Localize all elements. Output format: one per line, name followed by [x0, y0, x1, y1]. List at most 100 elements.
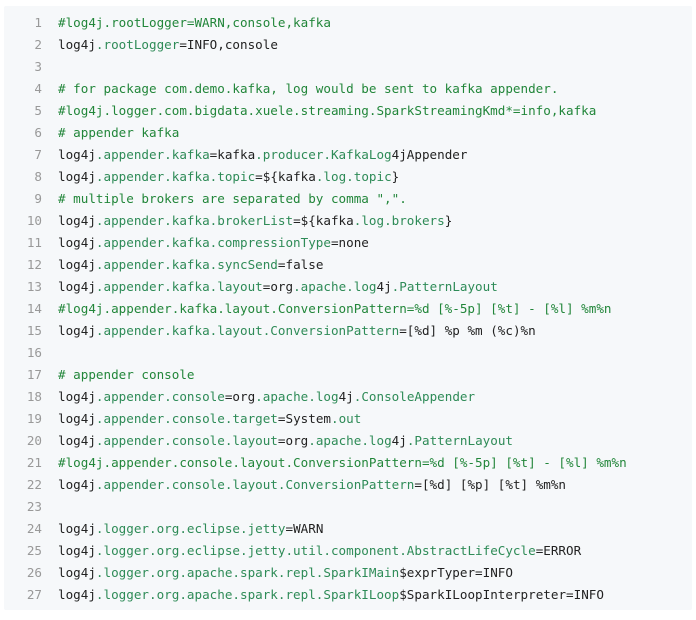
code-line[interactable]: log4j.rootLogger=INFO,console [58, 34, 692, 56]
code-line[interactable]: log4j.appender.kafka.compressionType=non… [58, 232, 692, 254]
line-number: 18 [26, 389, 42, 404]
code-line[interactable]: log4j.logger.org.eclipse.jetty=WARN [58, 518, 692, 540]
code-comment: #log4j.appender.kafka.layout.ConversionP… [58, 301, 612, 316]
code-text: log4j [58, 213, 96, 228]
code-comment: # appender console [58, 367, 195, 382]
line-number: 20 [26, 433, 42, 448]
code-property: .appender.kafka.brokerList [95, 213, 294, 228]
code-line[interactable]: log4j.appender.kafka.layout.ConversionPa… [58, 320, 692, 342]
code-property: .apache.log [308, 433, 392, 448]
code-text: =none [330, 235, 369, 250]
code-text: 4j [338, 389, 354, 404]
code-text: log4j [58, 257, 96, 272]
code-comment: # for package com.demo.kafka, log would … [58, 81, 559, 96]
code-line[interactable]: # appender console [58, 364, 692, 386]
code-line[interactable] [58, 342, 692, 364]
code-line[interactable]: log4j.appender.kafka=kafka.producer.Kafk… [58, 144, 692, 166]
code-property: .appender.console [95, 389, 225, 404]
code-property: .PatternLayout [406, 433, 513, 448]
line-number: 17 [26, 367, 42, 382]
line-number: 5 [34, 103, 42, 118]
line-number: 7 [34, 147, 42, 162]
code-line[interactable] [58, 56, 692, 78]
code-text: =${kafka [255, 169, 316, 184]
code-property: .appender.console.target [95, 411, 278, 426]
code-property: .producer.KafkaLog [255, 147, 392, 162]
code-comment: #log4j.logger.com.bigdata.xuele.streamin… [58, 103, 597, 118]
line-number: 24 [26, 521, 42, 536]
code-line[interactable]: log4j.appender.kafka.syncSend=false [58, 254, 692, 276]
line-number: 6 [34, 125, 42, 140]
code-text: log4j [58, 169, 96, 184]
code-line[interactable]: # appender kafka [58, 122, 692, 144]
code-text: =System [277, 411, 331, 426]
line-number: 16 [26, 345, 42, 360]
code-text: 4jAppender [391, 147, 468, 162]
line-number: 1 [34, 15, 42, 30]
line-number: 11 [26, 235, 42, 250]
code-property: .logger.org.apache.spark.repl.SparkIMain [95, 565, 400, 580]
code-text: log4j [58, 235, 96, 250]
line-number: 13 [26, 279, 42, 294]
code-text: =org [277, 433, 309, 448]
code-text: =WARN [285, 521, 324, 536]
line-number: 23 [26, 499, 42, 514]
code-text: =[%d] %p %m (%c)%n [399, 323, 536, 338]
code-text: } [391, 169, 400, 184]
code-line[interactable]: log4j.appender.console.target=System.out [58, 408, 692, 430]
code-line[interactable]: #log4j.rootLogger=WARN,console,kafka [58, 12, 692, 34]
code-text: =org [224, 389, 256, 404]
code-line[interactable]: #log4j.appender.console.layout.Conversio… [58, 452, 692, 474]
code-text: log4j [58, 323, 96, 338]
line-number: 3 [34, 59, 42, 74]
code-property: .out [330, 411, 362, 426]
code-property: .PatternLayout [391, 279, 498, 294]
code-text: =[%d] [%p] [%t] %m%n [414, 477, 567, 492]
line-number: 19 [26, 411, 42, 426]
code-text: log4j [58, 147, 96, 162]
code-property: .logger.org.eclipse.jetty.util.component… [95, 543, 536, 558]
code-line[interactable]: log4j.logger.org.apache.spark.repl.Spark… [58, 562, 692, 584]
code-line[interactable] [58, 496, 692, 518]
code-text: log4j [58, 543, 96, 558]
line-number: 2 [34, 37, 42, 52]
line-number: 9 [34, 191, 42, 206]
line-number: 15 [26, 323, 42, 338]
line-number: 10 [26, 213, 42, 228]
code-text: log4j [58, 587, 96, 602]
code-property: .logger.org.eclipse.jetty [95, 521, 286, 536]
code-line[interactable]: log4j.logger.org.eclipse.jetty.util.comp… [58, 540, 692, 562]
code-line[interactable]: log4j.appender.console=org.apache.log4j.… [58, 386, 692, 408]
code-text: 4j [391, 433, 407, 448]
code-text: =kafka [209, 147, 256, 162]
code-text: log4j [58, 433, 96, 448]
code-line[interactable]: log4j.appender.kafka.layout=org.apache.l… [58, 276, 692, 298]
line-number: 12 [26, 257, 42, 272]
line-number: 14 [26, 301, 42, 316]
line-number: 27 [26, 587, 42, 602]
code-line[interactable]: # multiple brokers are separated by comm… [58, 188, 692, 210]
line-number: 22 [26, 477, 42, 492]
code-line[interactable]: # for package com.demo.kafka, log would … [58, 78, 692, 100]
code-property: .logger.org.apache.spark.repl.SparkILoop [95, 587, 400, 602]
code-comment: # appender kafka [58, 125, 180, 140]
code-property: .apache.log [293, 279, 377, 294]
code-property: .log.topic [315, 169, 392, 184]
code-property: .appender.kafka [95, 147, 210, 162]
code-line[interactable]: log4j.appender.kafka.topic=${kafka.log.t… [58, 166, 692, 188]
code-line[interactable]: #log4j.appender.kafka.layout.ConversionP… [58, 298, 692, 320]
code-text: =false [277, 257, 324, 272]
code-property: .appender.kafka.topic [95, 169, 256, 184]
code-property: .appender.console.layout [95, 433, 278, 448]
code-text: =org [262, 279, 294, 294]
code-line[interactable]: log4j.appender.console.layout=org.apache… [58, 430, 692, 452]
code-line[interactable]: log4j.appender.kafka.brokerList=${kafka.… [58, 210, 692, 232]
code-text: log4j [58, 565, 96, 580]
code-line[interactable]: log4j.logger.org.apache.spark.repl.Spark… [58, 584, 692, 606]
code-line[interactable]: #log4j.logger.com.bigdata.xuele.streamin… [58, 100, 692, 122]
code-line[interactable]: log4j.appender.console.layout.Conversion… [58, 474, 692, 496]
code-text: =INFO,console [179, 37, 278, 52]
code-property: .apache.log [255, 389, 339, 404]
